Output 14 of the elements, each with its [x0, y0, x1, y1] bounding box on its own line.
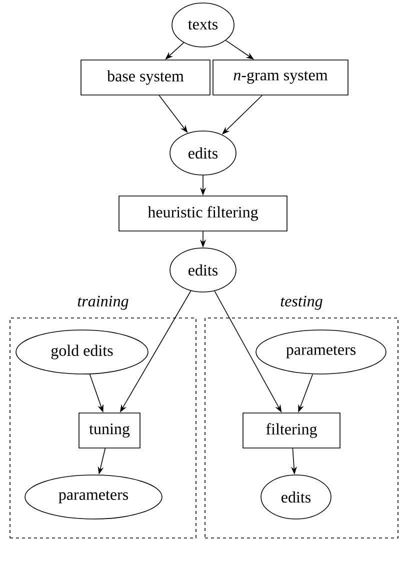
process-box: heuristic filtering	[118, 196, 288, 232]
group-heading: testing	[280, 296, 322, 310]
process-box: base system	[80, 60, 210, 96]
ellipse-node: texts	[172, 2, 234, 48]
process-box: n-gram system	[212, 60, 348, 96]
process-box: filtering	[242, 412, 340, 448]
ellipse-node: edits	[170, 248, 236, 292]
ellipse-node: edits	[170, 130, 236, 176]
ellipse-node: parameters	[24, 474, 162, 520]
ellipse-node: gold edits	[16, 330, 148, 374]
group-heading: training	[78, 296, 128, 310]
ellipse-node: edits	[260, 474, 332, 520]
ellipse-node: parameters	[256, 330, 386, 374]
process-box: tuning	[78, 412, 140, 448]
